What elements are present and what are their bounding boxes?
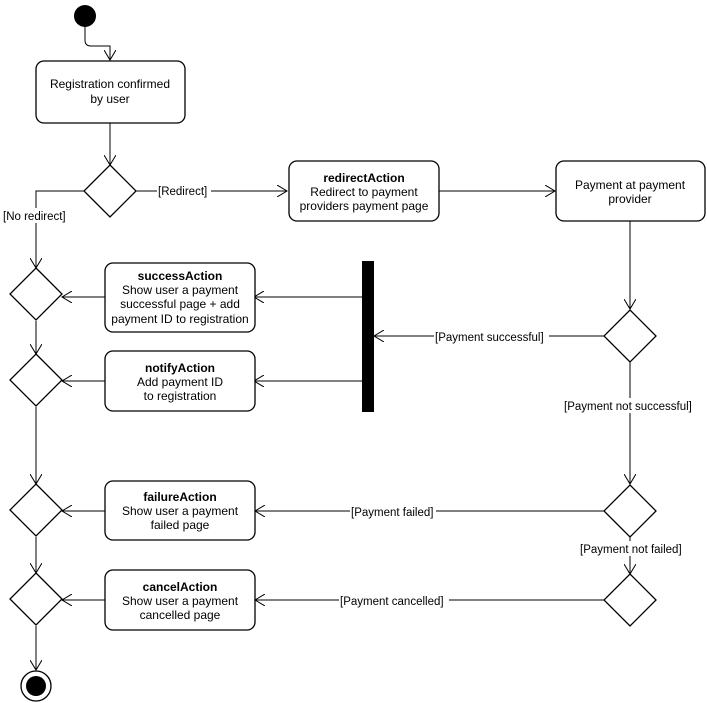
- registration-line-2: by user: [90, 92, 129, 106]
- failure-title: failureAction: [143, 490, 216, 504]
- cancel-action: [104, 569, 256, 631]
- success-title: successAction: [138, 269, 223, 283]
- final-node-inner: [26, 676, 46, 696]
- registration-action: [35, 60, 186, 124]
- merge-node-2: [9, 353, 63, 407]
- merge-node-4: [9, 572, 63, 626]
- merge-node-1: [9, 267, 63, 321]
- redirect-title: redirectAction: [323, 171, 404, 185]
- edge-start-to-registration: [84, 27, 110, 60]
- edge-decision-no-redirect: [36, 190, 84, 268]
- provider-action: [555, 160, 706, 222]
- decision-payment-failed: [603, 484, 657, 538]
- failure-line-1: Show user a payment: [122, 504, 239, 518]
- guard-payment-failed: [Payment failed]: [351, 507, 433, 519]
- initial-node: [74, 5, 96, 27]
- success-line-2: successful page + add: [120, 297, 240, 311]
- provider-line-1: Payment at payment: [575, 178, 686, 192]
- guard-payment-successful: [Payment successful]: [435, 332, 544, 344]
- success-line-1: Show user a payment: [122, 283, 239, 297]
- cancel-line-1: Show user a payment: [122, 594, 239, 608]
- cancel-line-2: cancelled page: [140, 608, 221, 622]
- notify-title: notifyAction: [145, 361, 215, 375]
- guard-no-redirect: [No redirect]: [3, 211, 66, 223]
- redirect-line-2: providers payment page: [300, 199, 429, 213]
- decision-payment-cancelled: [603, 573, 657, 627]
- notify-line-1: Add payment ID: [137, 375, 223, 389]
- redirect-action: [288, 160, 440, 222]
- decision-redirect: [83, 164, 137, 218]
- success-action: [104, 262, 256, 333]
- fork-bar: [362, 261, 374, 412]
- merge-node-3: [9, 483, 63, 537]
- decision-payment-successful: [603, 309, 657, 363]
- guard-payment-not-successful: [Payment not successful]: [564, 401, 692, 413]
- failure-line-2: failed page: [151, 518, 210, 532]
- guard-redirect: [Redirect]: [158, 186, 207, 198]
- provider-line-2: provider: [608, 192, 651, 206]
- cancel-title: cancelAction: [143, 580, 218, 594]
- guard-payment-cancelled: [Payment cancelled]: [340, 596, 444, 608]
- redirect-line-1: Redirect to payment: [310, 185, 418, 199]
- notify-line-2: to registration: [144, 389, 217, 403]
- guard-payment-not-failed: [Payment not failed]: [580, 544, 682, 556]
- notify-action: [104, 350, 256, 412]
- success-line-3: payment ID to registration: [111, 312, 248, 326]
- registration-line-1: Registration confirmed: [50, 77, 170, 91]
- failure-action: [104, 480, 256, 541]
